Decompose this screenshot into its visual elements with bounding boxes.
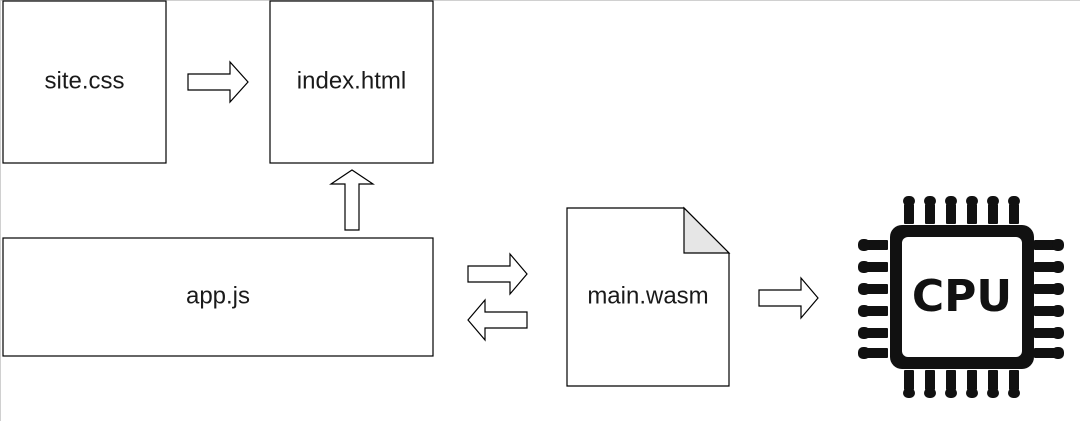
site-css-box xyxy=(2,0,167,164)
arrow-app-js-to-index-html xyxy=(329,169,375,231)
cpu-label: CPU xyxy=(912,271,1012,322)
cpu-pins-bottom xyxy=(903,370,1020,398)
site-css-node: site.css xyxy=(2,0,167,164)
arrow-app-js-to-main-wasm xyxy=(467,252,528,296)
main-wasm-label: main.wasm xyxy=(587,282,708,309)
cpu-pins-right xyxy=(1034,239,1064,359)
site-css-label: site.css xyxy=(44,67,124,94)
main-wasm-node: main.wasm xyxy=(566,206,731,387)
arrow-main-wasm-to-app-js xyxy=(467,298,528,342)
arrow-main-wasm-to-cpu xyxy=(758,276,819,320)
cpu-icon: CPU xyxy=(858,196,1064,398)
main-wasm-folded-corner xyxy=(683,206,731,254)
cpu-pins-top xyxy=(903,196,1020,224)
index-html-box xyxy=(269,0,434,164)
index-html-label: index.html xyxy=(297,67,406,94)
app-js-box xyxy=(2,237,434,357)
app-js-label: app.js xyxy=(186,282,250,309)
index-html-node: index.html xyxy=(269,0,434,164)
app-js-node: app.js xyxy=(2,237,434,357)
arrow-site-css-to-index-html xyxy=(187,60,249,104)
cpu-body-inner xyxy=(902,237,1022,357)
cpu-pins-left xyxy=(858,239,888,359)
